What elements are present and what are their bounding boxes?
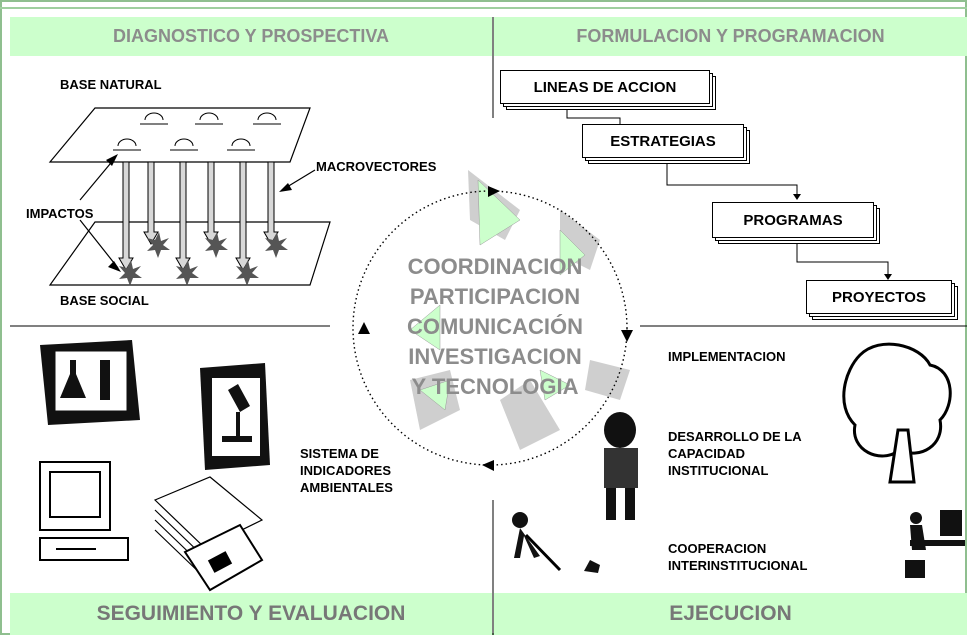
digger-icon (512, 512, 600, 573)
floppy-disk-icon (153, 476, 264, 592)
header-ejecucion: EJECUCION (494, 593, 967, 635)
label-line: INTERINSTITUCIONAL (668, 558, 808, 573)
plane-base-social (48, 221, 331, 286)
cycle-arrow-left (358, 322, 370, 334)
label-line: COOPERACION (668, 541, 767, 556)
step-proyectos: PROYECTOS (806, 280, 952, 314)
center-line: COMUNICACIÓN (407, 314, 583, 339)
plane-base-natural (48, 107, 311, 163)
center-line: COORDINACION (407, 254, 583, 279)
impact-burst-icons (119, 232, 288, 286)
label-line: DESARROLLO DE LA (668, 429, 802, 444)
arrow-head (108, 261, 121, 272)
label-sistema-indicadores: SISTEMA DE INDICADORES AMBIENTALES (300, 445, 393, 496)
label-base-social: BASE SOCIAL (60, 293, 149, 308)
label-line: CAPACIDAD (668, 446, 746, 461)
step-programas: PROGRAMAS (712, 202, 874, 238)
step-connectors (566, 106, 889, 276)
center-line: PARTICIPACION (409, 284, 581, 309)
header-diagnostico: DIAGNOSTICO Y PROSPECTIVA (10, 17, 492, 56)
computer-icon (39, 461, 129, 561)
arrow-head (106, 154, 118, 166)
office-worker-icon (905, 510, 965, 578)
label-impactos: IMPACTOS (26, 206, 94, 221)
header-seguimiento: SEGUIMIENTO Y EVALUACION (10, 593, 492, 635)
label-line: AMBIENTALES (300, 480, 393, 495)
header-formulacion: FORMULACION Y PROGRAMACION (494, 17, 967, 56)
step-estrategias: ESTRATEGIAS (582, 124, 744, 158)
microscope-icon (200, 363, 270, 470)
label-line: INDICADORES (300, 463, 392, 478)
label-cooperacion: COOPERACION INTERINSTITUCIONAL (668, 540, 807, 574)
tree-icon (842, 342, 952, 484)
sun-icons (113, 112, 281, 151)
label-line: INSTITUCIONAL (668, 463, 769, 478)
label-macrovectores: MACROVECTORES (316, 159, 437, 174)
step-lineas-de-accion: LINEAS DE ACCION (500, 70, 710, 104)
worker-icon (604, 412, 638, 520)
center-line: Y TECNOLOGIA (411, 374, 579, 399)
label-line: SISTEMA DE (300, 446, 379, 461)
cycle-circle (352, 190, 628, 466)
cycle-arrow-top (488, 186, 500, 197)
label-base-natural: BASE NATURAL (60, 77, 162, 92)
center-line: INVESTIGACION (408, 344, 582, 369)
center-concepts: COORDINACION PARTICIPACION COMUNICACIÓN … (350, 252, 640, 402)
arrow-head (279, 183, 292, 192)
label-desarrollo: DESARROLLO DE LA CAPACIDAD INSTITUCIONAL (668, 428, 802, 479)
cycle-arrow-bottom (482, 460, 494, 471)
label-implementacion: IMPLEMENTACION (668, 349, 786, 364)
lab-flask-icon (40, 340, 140, 425)
cycle-arrow-right (621, 330, 633, 342)
